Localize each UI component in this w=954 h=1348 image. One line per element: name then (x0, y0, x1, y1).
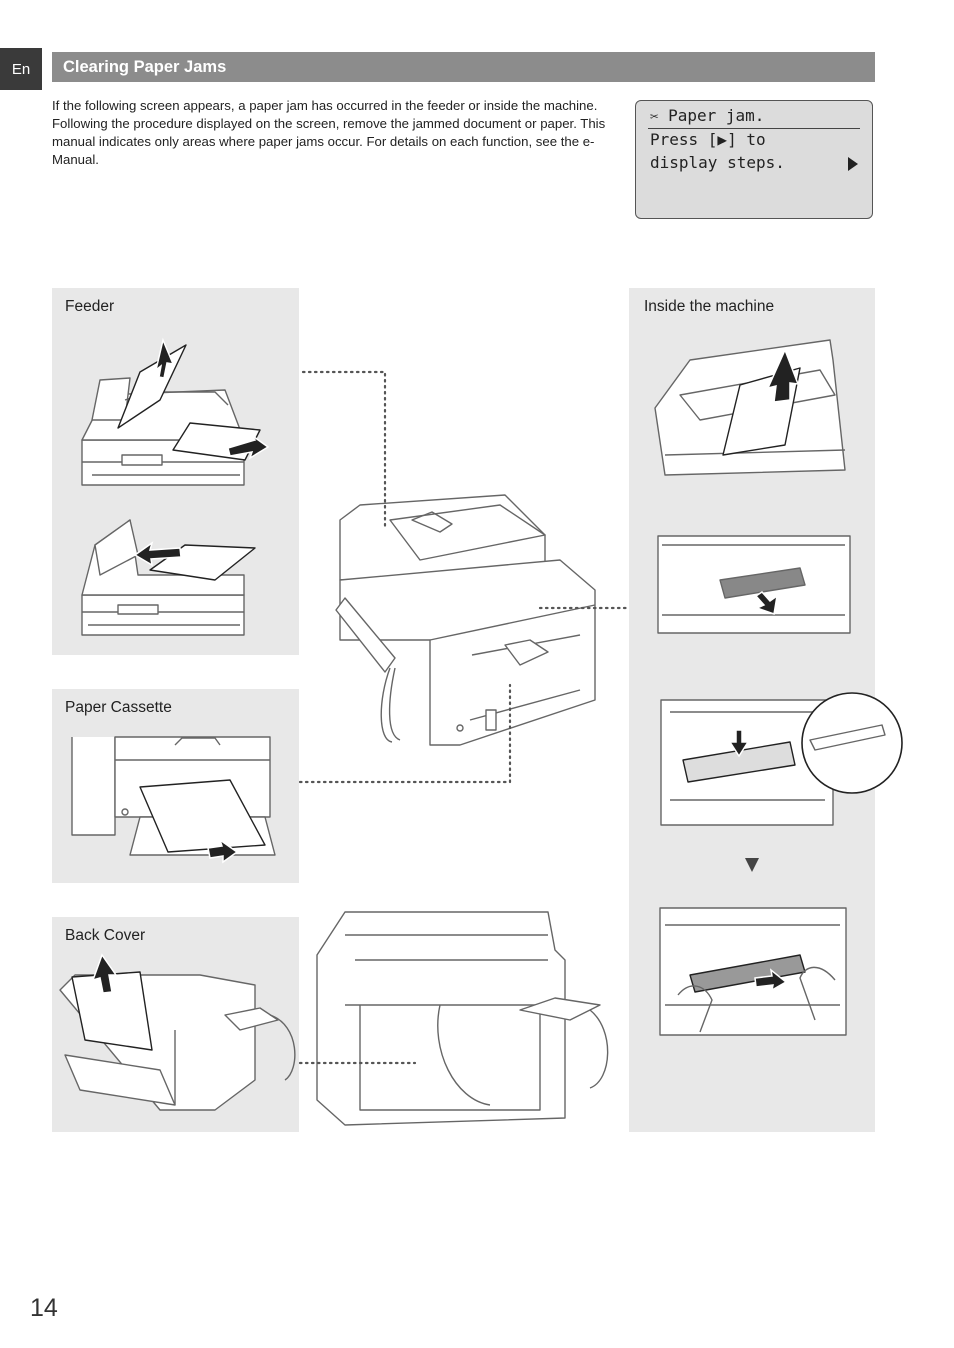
page-number: 14 (30, 1294, 58, 1322)
language-tab: En (0, 48, 42, 90)
cassette-paper (139, 779, 266, 853)
machine-back-illustration (316, 911, 609, 1126)
lcd-screen: ✂ Paper jam. Press [▶] to display steps. (635, 100, 873, 219)
panel-back-cover-label: Back Cover (65, 927, 146, 944)
dotted-connectors (298, 370, 631, 1065)
step-down-arrow-icon (745, 858, 759, 872)
feeder-paper-1 (117, 344, 187, 429)
feeder-illustration-2 (81, 519, 245, 636)
lcd-line-1: ✂ Paper jam. (650, 106, 764, 125)
paper-jam-icon: ✂ (650, 109, 659, 125)
panel-inside-label: Inside the machine (644, 298, 775, 315)
inside-illustration-3 (660, 692, 903, 826)
panel-feeder-label: Feeder (65, 298, 115, 315)
inside-illustration-2 (657, 535, 851, 634)
section-title: Clearing Paper Jams (63, 58, 227, 76)
inside-illustration-4 (659, 907, 847, 1036)
lcd-line-1-text: Paper jam. (668, 106, 765, 125)
intro-text: If the following screen appears, a paper… (52, 98, 606, 167)
section-title-bar: Clearing Paper Jams (52, 52, 875, 82)
back-cover-paper (71, 971, 153, 1051)
lcd-line-2: Press [▶] to (650, 130, 766, 149)
machine-front-illustration (335, 494, 596, 746)
lcd-divider (648, 128, 860, 129)
next-arrow-icon (848, 157, 858, 171)
direction-arrows (91, 337, 800, 994)
panel-cassette-label: Paper Cassette (65, 699, 172, 716)
lcd-line-3: display steps. (650, 153, 785, 172)
